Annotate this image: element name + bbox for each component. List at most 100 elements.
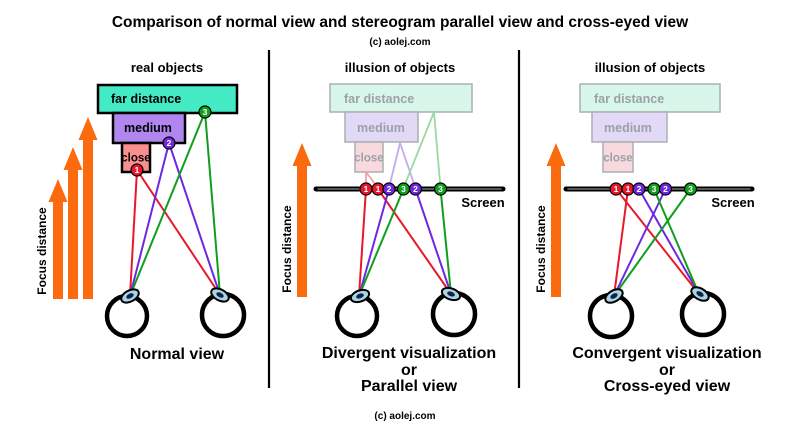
illusion-medium-box bbox=[344, 111, 419, 143]
sight-rays bbox=[613, 188, 700, 297]
ray-red-left-eye bbox=[613, 188, 629, 297]
far-distance-box-label: far distance bbox=[111, 92, 181, 106]
ray-green-left-eye bbox=[358, 188, 405, 297]
marker-2-right-num: 2 bbox=[663, 184, 668, 194]
marker-2-left bbox=[382, 182, 396, 196]
marker-2-left-num: 2 bbox=[387, 184, 392, 194]
marker-3-right bbox=[683, 182, 698, 196]
marker-2-right-num: 2 bbox=[413, 184, 418, 194]
normal-panel-header: real objects bbox=[131, 60, 203, 75]
screen-markers: 1 1 2 3 2 3 bbox=[359, 182, 448, 196]
focus-distance-label: Focus distance bbox=[35, 207, 49, 295]
marker-2-left bbox=[632, 182, 646, 196]
marker-3-far bbox=[198, 105, 212, 119]
marker-2-right bbox=[408, 182, 423, 196]
illusion-far-label: far distance bbox=[344, 92, 414, 106]
marker-2-left-num: 2 bbox=[637, 184, 642, 194]
normal-view-caption: Normal view bbox=[130, 346, 225, 363]
right-eye-pupil bbox=[447, 291, 455, 297]
illusion-medium-label: medium bbox=[604, 121, 652, 135]
left-eye-pupil bbox=[126, 293, 134, 299]
right-eye-pupil bbox=[696, 291, 704, 297]
normal-view-panel: real objects Focus distance far distance… bbox=[35, 60, 247, 363]
marker-2-medium bbox=[162, 136, 176, 150]
marker-1-close bbox=[130, 163, 144, 177]
sight-rays bbox=[358, 188, 452, 297]
parallel-caption-line3: Parallel view bbox=[361, 378, 458, 395]
marker-3-right-num: 3 bbox=[438, 184, 443, 194]
copyright-top: (c) aolej.com bbox=[369, 37, 430, 48]
marker-3-far-num: 3 bbox=[203, 107, 208, 117]
ray-green-left-eye bbox=[613, 188, 692, 297]
illusion-ray-purple-b bbox=[399, 142, 417, 189]
illusion-close-box bbox=[602, 141, 634, 173]
parallel-panel-header: illusion of objects bbox=[345, 60, 456, 75]
focus-arrow-head bbox=[546, 143, 566, 166]
screen-label: Screen bbox=[461, 195, 504, 210]
marker-2-medium-num: 2 bbox=[167, 138, 172, 148]
crosseyed-view-panel: illusion of objects Focus distance far d… bbox=[534, 60, 762, 395]
marker-1-right-num: 1 bbox=[376, 184, 381, 194]
ray-green-right-eye bbox=[439, 188, 452, 295]
marker-3-left-num: 3 bbox=[401, 184, 406, 194]
marker-2-right bbox=[658, 182, 673, 196]
focus-arrow-mid-head bbox=[63, 147, 83, 170]
crosseyed-caption-line2: or bbox=[659, 362, 675, 379]
ray-purple-left-eye bbox=[613, 188, 667, 297]
ray-purple-left-eye bbox=[358, 188, 390, 297]
marker-1-close-num: 1 bbox=[135, 165, 140, 175]
object-markers: 1 2 3 bbox=[130, 105, 212, 177]
left-eye-pupil bbox=[610, 293, 618, 299]
screen-label: Screen bbox=[711, 195, 754, 210]
focus-distance-label: Focus distance bbox=[280, 205, 294, 293]
left-eye bbox=[104, 288, 150, 339]
crosseyed-caption-line1: Convergent visualization bbox=[572, 345, 761, 362]
diagram-title: Comparison of normal view and stereogram… bbox=[112, 14, 689, 31]
marker-1-right-num: 1 bbox=[626, 184, 631, 194]
crosseyed-caption-line3: Cross-eyed view bbox=[604, 378, 731, 395]
right-eye bbox=[199, 287, 247, 339]
illusion-ray-purple-a bbox=[388, 142, 401, 189]
illusion-far-box bbox=[579, 83, 721, 113]
parallel-view-panel: illusion of objects Focus distance far d… bbox=[280, 60, 506, 395]
left-eye bbox=[334, 288, 380, 339]
focus-arrow-short-head bbox=[48, 179, 68, 202]
parallel-caption-line2: or bbox=[401, 362, 417, 379]
far-distance-box bbox=[96, 83, 239, 115]
ray-purple-right-eye bbox=[638, 188, 700, 295]
marker-1-left-num: 1 bbox=[614, 184, 619, 194]
left-eye bbox=[587, 288, 635, 340]
ray-green-to-right-eye bbox=[204, 111, 221, 296]
marker-1-left-num: 1 bbox=[364, 184, 369, 194]
parallel-caption-line1: Divergent visualization bbox=[322, 345, 496, 362]
ray-red-to-left-eye bbox=[129, 169, 138, 297]
right-eye-pupil bbox=[216, 292, 224, 298]
marker-3-left-num: 3 bbox=[652, 184, 657, 194]
ray-red-right-eye bbox=[377, 188, 452, 295]
illusion-ray-green-b bbox=[433, 111, 442, 189]
illusion-close-label: close bbox=[603, 153, 632, 165]
focus-arrow-head bbox=[292, 143, 312, 166]
marker-3-right bbox=[433, 182, 448, 196]
copyright-bottom: (c) aolej.com bbox=[374, 411, 435, 422]
close-box-label: close bbox=[121, 153, 150, 165]
focus-distance-arrows bbox=[48, 117, 98, 299]
sight-rays bbox=[129, 111, 221, 297]
ray-purple-to-left-eye bbox=[129, 142, 170, 297]
illusion-close-box bbox=[354, 141, 384, 173]
crosseyed-panel-header: illusion of objects bbox=[595, 60, 706, 75]
left-eye-pupil bbox=[356, 293, 364, 299]
ray-red-left-eye bbox=[358, 188, 367, 297]
right-eye bbox=[679, 286, 727, 338]
medium-box-label: medium bbox=[124, 121, 172, 135]
marker-3-right-num: 3 bbox=[688, 184, 693, 194]
illusion-far-box bbox=[329, 83, 473, 113]
ray-red-right-eye bbox=[615, 188, 700, 295]
screen-markers: 1 1 2 3 2 3 bbox=[609, 182, 698, 196]
illusion-close-label: close bbox=[354, 153, 383, 165]
ray-green-right-eye bbox=[653, 188, 700, 295]
right-eye bbox=[430, 286, 478, 338]
illusion-ray-green-a bbox=[402, 111, 435, 189]
